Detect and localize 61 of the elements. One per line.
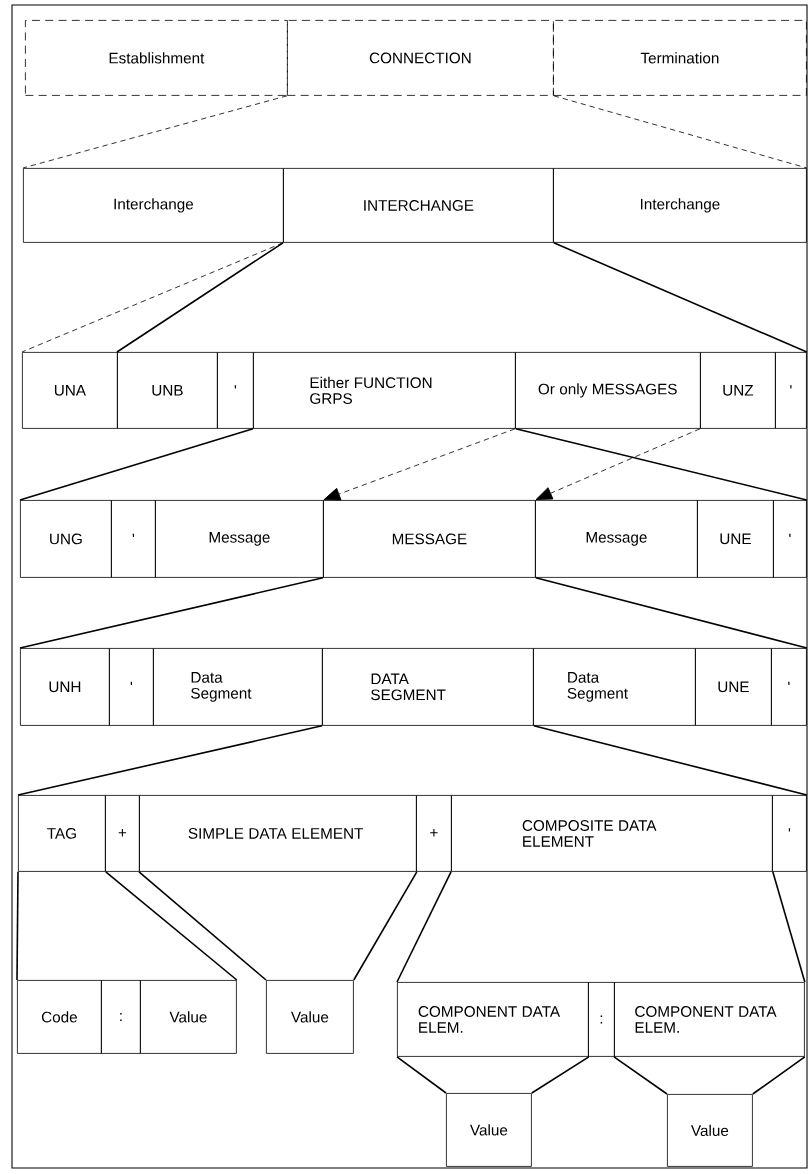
cell-box: ' bbox=[773, 500, 807, 578]
cell-box: ' bbox=[775, 352, 807, 429]
cell-box: Or only MESSAGES bbox=[515, 352, 701, 429]
cell-box: CONNECTION bbox=[287, 20, 554, 96]
expansion-line bbox=[19, 577, 324, 649]
cell-box: INTERCHANGE bbox=[283, 168, 554, 243]
expansion-line bbox=[396, 1056, 447, 1094]
cell-box: ' bbox=[111, 500, 156, 578]
expansion-line bbox=[105, 871, 238, 981]
cell-box: Code bbox=[17, 980, 102, 1054]
arrow bbox=[535, 428, 701, 500]
expansion-line bbox=[396, 871, 452, 983]
cell-box: Establishment bbox=[25, 20, 288, 96]
cell-box: Termination bbox=[553, 20, 807, 96]
cell-box: COMPONENT DATA ELEM. bbox=[614, 982, 805, 1057]
cell-box: SIMPLE DATA ELEMENT bbox=[139, 795, 417, 872]
expansion-line bbox=[533, 725, 808, 796]
cell-box: TAG bbox=[18, 795, 106, 872]
cell-box: Data Segment bbox=[153, 648, 323, 726]
expansion-line bbox=[19, 428, 254, 501]
cell-box: COMPONENT DATA ELEM. bbox=[397, 982, 589, 1057]
cell-box: ' bbox=[109, 648, 154, 726]
expansion-line bbox=[515, 428, 808, 501]
cell-box: Data Segment bbox=[533, 648, 696, 726]
cell-box: Either FUNCTION GRPS bbox=[253, 352, 516, 429]
cell-box: Value bbox=[266, 980, 354, 1054]
cell-box: UNH bbox=[20, 648, 110, 726]
expansion-line bbox=[17, 725, 323, 796]
cell-box: ' bbox=[771, 648, 807, 726]
cell-box: : bbox=[101, 980, 141, 1054]
cell-box: Value bbox=[667, 1094, 753, 1167]
cell-box: Message bbox=[155, 500, 324, 578]
cell-box: UNE bbox=[695, 648, 772, 726]
expansion-line bbox=[535, 577, 808, 649]
cell-box: Value bbox=[446, 1093, 532, 1167]
cell-box: COMPOSITE DATA ELEMENT bbox=[451, 795, 773, 872]
cell-box: UNE bbox=[697, 500, 774, 578]
cell-box: Interchange bbox=[23, 168, 284, 243]
expansion-line bbox=[531, 1056, 590, 1094]
cell-box: : bbox=[588, 982, 615, 1057]
expansion-line bbox=[353, 871, 418, 981]
expansion-line bbox=[22, 95, 288, 169]
expansion-line bbox=[553, 95, 808, 169]
cell-box: Message bbox=[535, 500, 698, 578]
cell-box: UNZ bbox=[700, 352, 776, 429]
cell-box: Interchange bbox=[553, 168, 807, 243]
cell-box: ' bbox=[217, 352, 254, 429]
cell-box: MESSAGE bbox=[323, 500, 536, 578]
expansion-line bbox=[116, 242, 284, 353]
expansion-line bbox=[613, 1056, 668, 1095]
expansion-line bbox=[138, 871, 267, 981]
expansion-line bbox=[16, 871, 19, 981]
cell-box: + bbox=[416, 795, 452, 872]
cell-box: DATA SEGMENT bbox=[322, 648, 534, 726]
cell-box: ' bbox=[772, 795, 807, 872]
cell-box: UNG bbox=[20, 500, 112, 578]
cell-box: + bbox=[105, 795, 140, 872]
cell-box: UNA bbox=[22, 352, 118, 429]
cell-box: Value bbox=[140, 980, 237, 1054]
cell-box: UNB bbox=[117, 352, 218, 429]
arrow bbox=[323, 428, 516, 501]
